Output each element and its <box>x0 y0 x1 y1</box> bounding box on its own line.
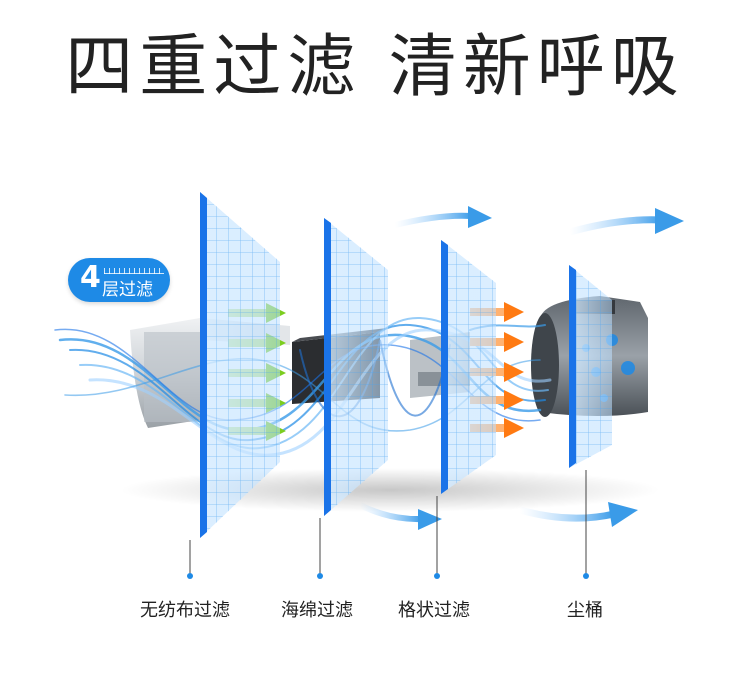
filter-panel-nonwoven <box>200 192 280 538</box>
leader-dot <box>434 573 440 579</box>
leader-dots <box>187 573 589 579</box>
badge-number: 4 <box>80 260 101 295</box>
filter-panel-sponge <box>324 218 388 516</box>
airflow-arrow-bottom-2 <box>519 502 638 527</box>
leader-dot <box>583 573 589 579</box>
label-nonwoven-filter: 无纺布过滤 <box>140 600 230 621</box>
label-dust-bin: 尘桶 <box>567 600 603 621</box>
leader-dot <box>187 573 193 579</box>
label-grid-filter: 格状过滤 <box>398 600 470 621</box>
airflow-arrow-top-2 <box>569 208 684 236</box>
page-title: 四重过滤 清新呼吸 <box>65 28 685 107</box>
leader-dot <box>317 573 323 579</box>
airflow-arrow-bottom-1 <box>358 502 442 530</box>
airflow-arrow-top-1 <box>394 206 492 228</box>
leader-lines <box>189 470 587 576</box>
filter-panel-grid <box>441 240 496 494</box>
layer-count-badge: 4 层过滤 <box>68 258 170 302</box>
filter-panel-dustbin <box>569 265 612 468</box>
ruler-icon <box>104 268 164 274</box>
label-sponge-filter: 海绵过滤 <box>281 600 353 621</box>
badge-text: 层过滤 <box>102 280 153 300</box>
